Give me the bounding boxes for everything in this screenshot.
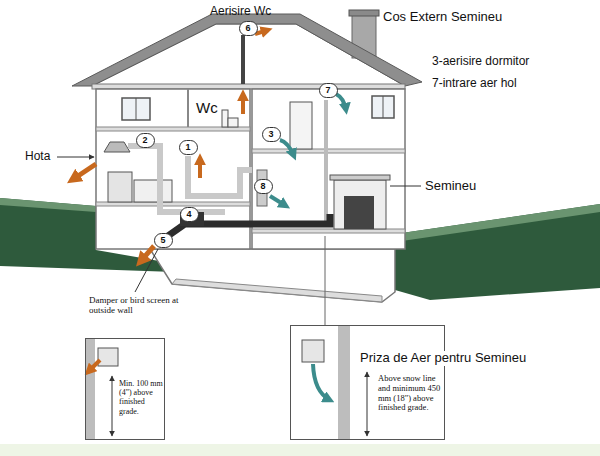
fireplace — [334, 180, 386, 229]
room-label: Wc — [196, 99, 218, 116]
floor-slab — [96, 202, 250, 206]
duct — [128, 146, 225, 212]
leader-line — [57, 157, 94, 158]
airflow-arrow — [241, 94, 245, 114]
callout-circle: 5 — [154, 233, 173, 248]
part-label: Semineu — [425, 179, 476, 194]
leader-line — [135, 249, 158, 292]
floor-slab — [96, 127, 250, 131]
chimney-cap — [349, 10, 379, 16]
callout-circle: 4 — [180, 207, 199, 222]
inset-frame: Priza de Aer pentru SemineuAbove snow li… — [290, 325, 445, 440]
callout-number: 5 — [155, 234, 172, 246]
range-hood — [104, 142, 130, 152]
duct — [324, 100, 328, 222]
airflow-arrow — [313, 364, 330, 400]
stove — [108, 172, 132, 202]
airflow-arrow — [280, 140, 294, 156]
callout-circle: 2 — [136, 133, 155, 148]
callout-number: 8 — [255, 180, 272, 192]
dimension-arrow — [367, 372, 368, 436]
fireplace-opening — [344, 196, 374, 229]
ground-top — [395, 204, 600, 242]
duct — [188, 156, 252, 196]
dimension-arrow — [112, 376, 113, 436]
basement-floor — [172, 279, 382, 302]
airflow-arrow — [72, 164, 96, 180]
air-intake — [302, 340, 324, 362]
airflow-arrow — [88, 360, 100, 372]
floor-slab — [252, 149, 405, 153]
callout-circle: 3 — [262, 127, 281, 142]
callout-number: 7 — [320, 84, 337, 96]
callout-number: 1 — [180, 141, 197, 153]
counter — [134, 180, 172, 202]
window — [122, 98, 150, 120]
airflow-arrow — [336, 94, 346, 110]
bottom-band — [0, 444, 600, 456]
inset-heading: Priza de Aer pentru Semineu — [358, 351, 528, 366]
callout-number: 4 — [181, 208, 198, 220]
airflow-arrow — [198, 158, 202, 178]
part-label: Hota — [25, 150, 50, 164]
note-label: 3-aerisire dormitor — [432, 55, 529, 69]
callout-number: 2 — [137, 134, 154, 146]
dimension-note: Min. 100 mm (4") above finished grade. — [119, 379, 163, 416]
leader-line — [325, 236, 326, 325]
ground-top — [0, 198, 96, 212]
leader-line — [390, 186, 421, 187]
inset-heading: Damper or bird screen at outside wall — [89, 295, 181, 316]
dimension-note: Above snow line and minimum 450 mm (18")… — [378, 374, 442, 413]
chimney-label: Cos Extern Semineu — [383, 10, 502, 25]
door — [290, 102, 312, 149]
vent-stack — [241, 35, 245, 84]
window-bar — [383, 96, 384, 118]
callout-circle: 8 — [254, 179, 273, 194]
ground — [395, 204, 600, 300]
airflow-arrow — [270, 196, 286, 206]
window-bar — [136, 98, 137, 120]
window — [372, 96, 394, 118]
basement — [150, 249, 395, 302]
vent-label: Aerisire Wc — [210, 5, 271, 19]
callout-number: 6 — [240, 22, 257, 34]
toilet-bowl — [228, 118, 238, 127]
inset-frame: Damper or bird screen at outside wallMin… — [85, 338, 165, 440]
callout-circle: 7 — [319, 83, 338, 98]
roof — [72, 14, 422, 86]
inset-wall — [338, 326, 350, 439]
note-label: 7-intrare aer hol — [432, 77, 517, 91]
toilet-tank — [222, 110, 228, 127]
callout-circle: 1 — [179, 140, 198, 155]
partition — [187, 89, 189, 127]
inset-wall — [86, 339, 95, 439]
floor-slab — [252, 229, 405, 233]
mantel — [330, 175, 390, 180]
callout-number: 3 — [263, 128, 280, 140]
vent-hood — [98, 348, 118, 366]
callout-circle: 6 — [239, 21, 258, 36]
